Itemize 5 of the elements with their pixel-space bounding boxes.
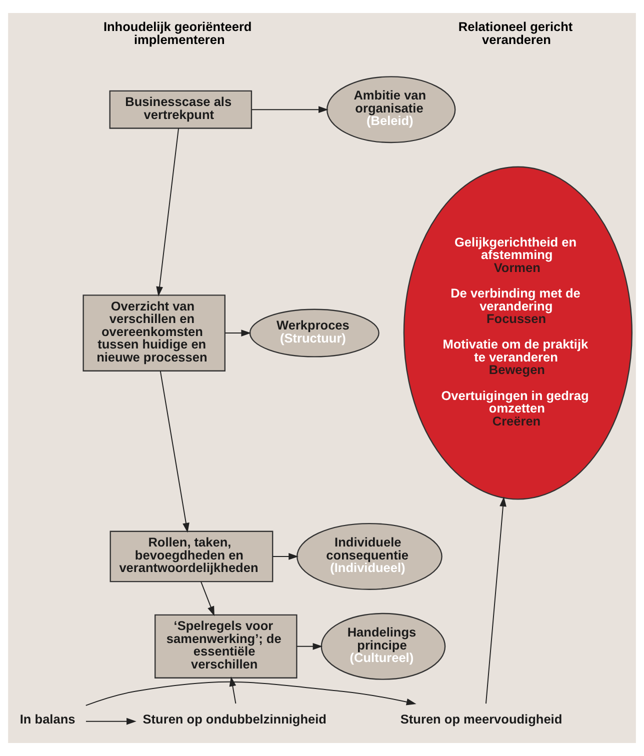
- node-text: In balans: [20, 712, 76, 727]
- label: Relationeel gericht veranderen: [458, 19, 573, 47]
- node-text: Sturen op ondubbelzinnigheid: [142, 712, 326, 727]
- label: Inhoudelijk georiënteerd implementeren: [103, 19, 252, 47]
- node-text: Sturen op meervoudigheid: [400, 712, 562, 727]
